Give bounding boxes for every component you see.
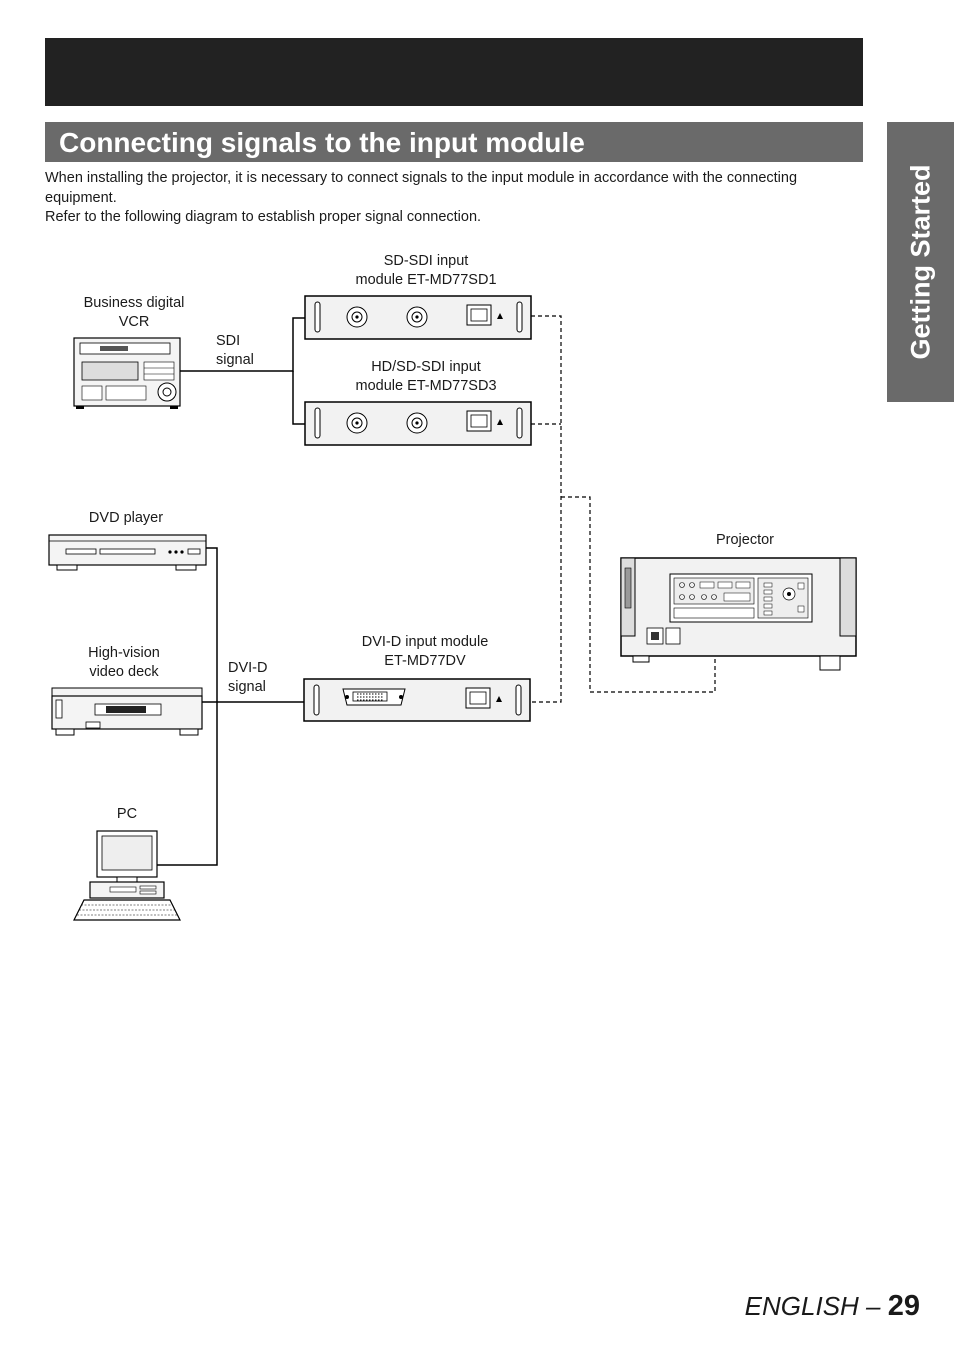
hd-sdi-module-label: HD/SD-SDI input module ET-MD77SD3	[355, 359, 497, 394]
dvi-module-label: DVI-D input module ET-MD77DV	[361, 634, 489, 669]
vcr-device	[73, 337, 181, 409]
bnc-connector-icon	[406, 306, 428, 328]
monitor-icon	[96, 830, 158, 883]
dvd-player-label: DVD player	[88, 510, 164, 526]
power-inlet-icon	[646, 627, 681, 645]
control-panel-icon	[757, 577, 809, 619]
header-bar	[45, 38, 863, 106]
keyboard-icon	[73, 899, 181, 921]
input-panel-icon	[673, 577, 755, 619]
sdi-line-to-sd3	[292, 371, 305, 425]
warning-icon	[497, 419, 503, 425]
sdi-signal-label: SDI signal	[216, 333, 254, 368]
pc-label: PC	[116, 806, 138, 822]
bnc-connector-icon	[346, 306, 368, 328]
sdi-line-to-sd1	[180, 317, 305, 372]
footer-language: ENGLISH –	[744, 1291, 888, 1321]
sd-sdi-module	[304, 295, 532, 340]
status-port-icon	[465, 687, 491, 709]
status-port-icon	[466, 410, 492, 432]
bnc-connector-icon	[406, 412, 428, 434]
signal-lines	[155, 317, 305, 866]
status-port-icon	[466, 304, 492, 326]
sd-sdi-module-label: SD-SDI input module ET-MD77SD1	[355, 253, 497, 288]
video-deck-device	[51, 687, 203, 736]
projector-device	[620, 557, 857, 671]
dvi-d-module	[303, 678, 531, 722]
section-title: Connecting signals to the input module	[45, 122, 863, 162]
computer-case-icon	[89, 881, 165, 899]
module-to-projector-dashed	[531, 315, 716, 703]
bnc-connector-icon	[346, 412, 368, 434]
projector-label: Projector	[715, 532, 775, 548]
intro-paragraph-1: When installing the projector, it is nec…	[45, 170, 798, 206]
dvi-signal-label: DVI-D signal	[228, 660, 268, 695]
dvi-connector-icon	[342, 688, 406, 706]
intro-paragraph-2: Refer to the following diagram to establ…	[45, 209, 482, 225]
intro-text: When installing the projector, it is nec…	[45, 169, 845, 228]
page-number: 29	[887, 1290, 920, 1322]
page-footer: ENGLISH – 29	[745, 1290, 920, 1323]
warning-icon	[497, 313, 503, 319]
pc-device	[73, 830, 181, 921]
dvd-player-device	[48, 534, 207, 571]
dvi-trunk-line	[155, 547, 218, 866]
video-deck-label: High-vision video deck	[88, 645, 160, 680]
vcr-label: Business digital VCR	[83, 295, 185, 330]
chapter-tab: Getting Started	[887, 122, 954, 402]
hd-sdi-module	[304, 401, 532, 446]
warning-icon	[496, 696, 502, 702]
